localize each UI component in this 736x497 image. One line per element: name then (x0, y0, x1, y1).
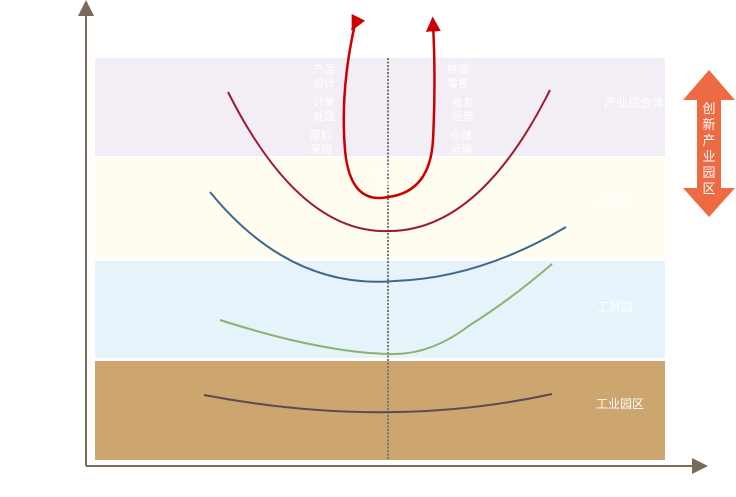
innovation-arrow (683, 70, 735, 217)
curve-industrial (203, 393, 553, 414)
band-industry-complex (95, 58, 665, 156)
label-retail: 终端 零售 (447, 63, 469, 90)
band-industrial-park (95, 361, 665, 460)
label-logistics: 仓储 运输 (450, 129, 472, 156)
curve-trade (219, 263, 553, 356)
band-label-complex: 产业综合体 (604, 96, 665, 110)
band-tech-park (95, 158, 665, 258)
label-order: 订单 处理 (313, 96, 335, 123)
label-procure: 原料 采购 (310, 129, 332, 156)
band-label-trade: 工贸园 (597, 300, 634, 314)
label-parts: 配件 生产 (372, 165, 394, 192)
curve-value-chain (342, 16, 441, 200)
curve-complex (227, 89, 551, 233)
label-design: 产品 设计 (313, 63, 335, 90)
curve-tech (209, 191, 567, 283)
band-label-industrial: 工业园区 (596, 397, 645, 411)
band-trade-park (95, 261, 665, 358)
innovation-arrow-label: 创新产业园区 (702, 102, 716, 197)
band-label-tech: 科技园 (597, 196, 634, 210)
label-wholesale: 批发 经营 (452, 96, 474, 123)
